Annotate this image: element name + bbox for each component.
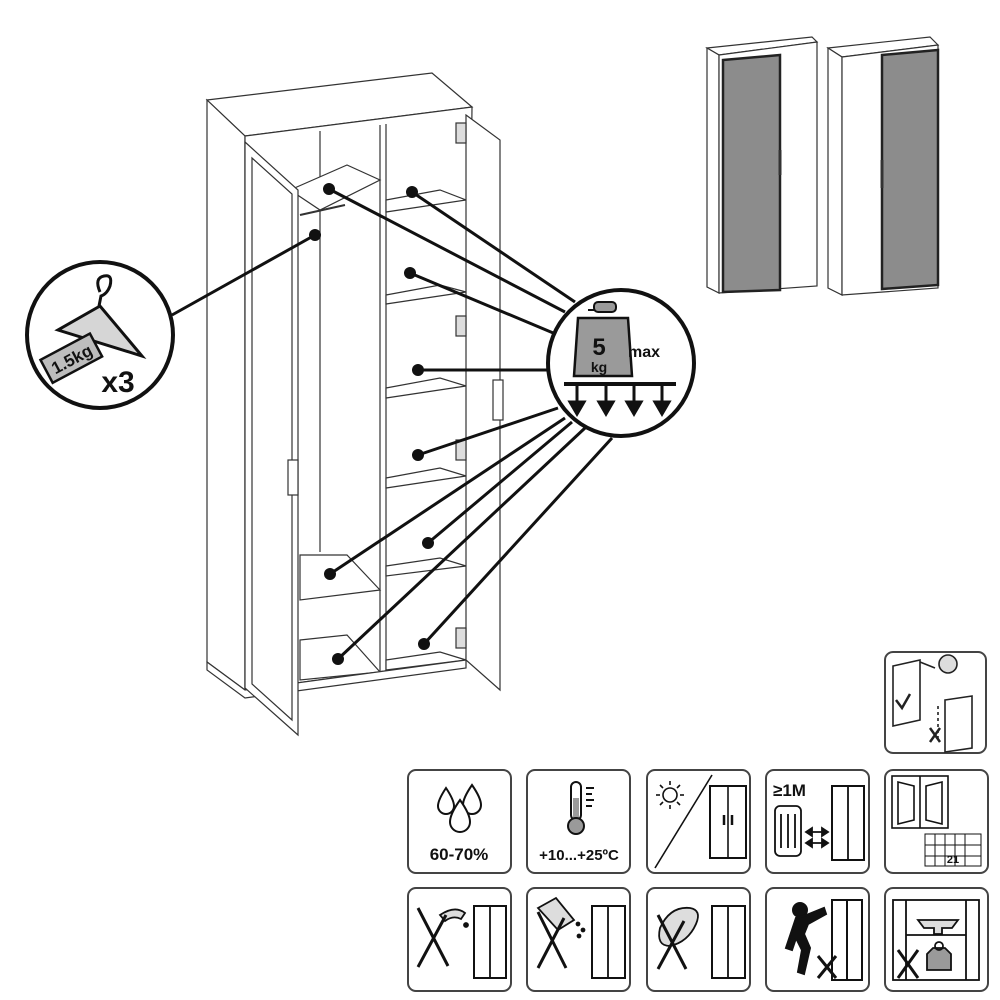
weight-tag [38, 331, 104, 385]
ventilation-calendar-icon: 21 [884, 769, 989, 874]
connector-dots [309, 183, 434, 665]
shelf-weight-unit: kg [591, 359, 607, 375]
shelf-load-badge: 5 kg max [546, 288, 696, 438]
humidity-label: 60-70% [430, 845, 489, 864]
wardrobe-variant-left [705, 36, 819, 294]
connector-lines [171, 187, 614, 661]
wardrobe-variant-right [826, 36, 940, 296]
temperature-label: +10...+25ºC [539, 847, 619, 864]
distance-label: ≥1M [773, 781, 806, 800]
thermometer-icon [567, 781, 594, 835]
wall-anchor-icon [884, 651, 987, 754]
shelf-max-label: max [628, 344, 660, 361]
calendar-number: 21 [947, 854, 959, 866]
no-sponge-icon [646, 887, 751, 992]
shelf-weight-value: 5 [592, 334, 605, 361]
no-heavy-objects-icon [884, 887, 989, 992]
hanger-icon [54, 274, 147, 359]
heater-distance-icon: ≥1M [765, 769, 870, 874]
hanger-multiplier-label: x3 [101, 366, 134, 399]
sunlight-icon [646, 769, 751, 874]
down-arrow-icons [567, 386, 672, 417]
no-push-icon [765, 887, 870, 992]
humidity-icon: 60-70% [407, 769, 512, 874]
temperature-icon: +10...+25ºC [526, 769, 631, 874]
wardrobe-open-illustration [205, 72, 504, 737]
no-liquid-icon [407, 887, 512, 992]
hanger-load-badge: 1.5kg x3 [25, 260, 175, 410]
no-abrasive-icon [526, 887, 631, 992]
weight-icon [572, 301, 634, 378]
